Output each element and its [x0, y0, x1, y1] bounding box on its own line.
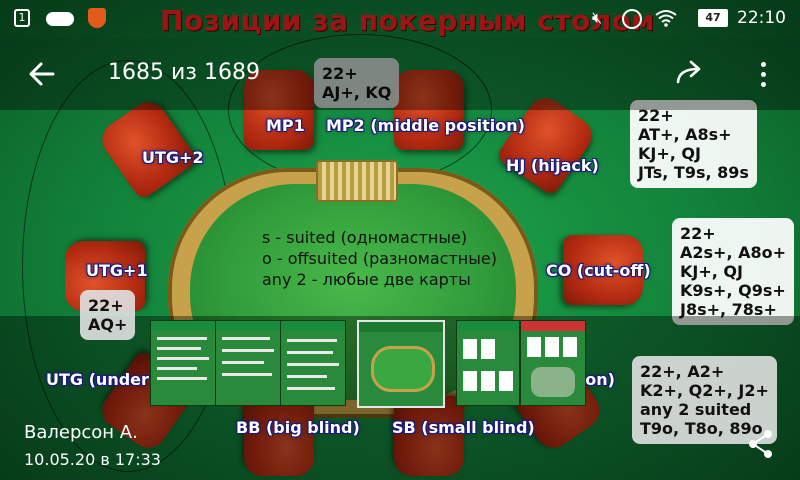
seat-label-mp2: MP2 (middle position)	[326, 116, 525, 135]
thumbnail-card	[463, 371, 477, 391]
thumbnail-card	[463, 339, 477, 359]
seat-label-utg2: UTG+2	[142, 148, 204, 167]
share-button[interactable]	[746, 428, 778, 462]
range-box-co: 22+ A2s+, A8o+ KJ+, QJ K9s+, Q9s+ J8s+, …	[672, 218, 795, 325]
seat-label-utg1: UTG+1	[86, 261, 148, 280]
share-icon	[749, 430, 772, 458]
shield-icon	[88, 8, 106, 28]
battery-level: 47	[705, 11, 721, 24]
seat-label-co: CO (cut-off)	[546, 261, 651, 280]
more-vert-icon	[761, 62, 766, 67]
thumbnail-line	[157, 347, 201, 350]
thumbnail-line	[287, 351, 333, 354]
thumbnail[interactable]	[280, 320, 346, 406]
overlay-title: Позиции за покерным столом	[160, 4, 655, 37]
seat-label-mp1: MP1	[266, 116, 305, 135]
thumbnail-line	[157, 377, 207, 380]
thumbnail-line	[222, 373, 272, 376]
thumbnail-card	[563, 337, 577, 357]
forward-button[interactable]	[674, 56, 710, 92]
table-legend: s - suited (одномастные) o - offsuited (…	[262, 228, 497, 289]
range-box-mp: 22+ AJ+, KQ	[314, 58, 400, 108]
thumbnail-card	[499, 371, 513, 391]
seat-label-hj: HJ (hijack)	[506, 156, 599, 175]
battery-icon: 47	[698, 9, 728, 27]
thumbnail-table-shape	[371, 346, 435, 392]
notification-icon: 1	[14, 9, 30, 27]
author-name: Валерсон А.	[24, 422, 138, 443]
legend-line: any 2 - любые две карты	[262, 270, 471, 289]
thumbnail-header	[216, 321, 280, 331]
thumbnail-header	[151, 321, 215, 331]
thumbnail-line	[287, 387, 335, 390]
thumbnail-header	[521, 321, 585, 331]
overflow-menu-button[interactable]	[752, 56, 776, 92]
more-vert-dot	[761, 82, 766, 87]
back-button[interactable]	[22, 56, 62, 92]
range-box-btn: 22+, A2+ K2+, Q2+, J2+ any 2 suited T9o,…	[632, 356, 777, 444]
app-toolbar: 1685 из 1689	[0, 38, 800, 110]
chair-mp2	[394, 70, 464, 150]
thumbnail-card	[545, 337, 559, 357]
thumbnail-card	[481, 339, 495, 359]
forward-arrow-icon	[676, 60, 701, 84]
thumbnail-line	[157, 337, 207, 340]
thumbnail-line	[222, 349, 274, 352]
thumbnail-line	[157, 367, 197, 370]
thumbnail[interactable]	[215, 320, 281, 406]
thumbnail-header	[359, 322, 443, 332]
thumbnail-selected[interactable]	[357, 320, 445, 408]
seat-label-sb: SB (small blind)	[392, 418, 535, 437]
more-vert-dot	[761, 72, 766, 77]
thumbnail-line	[157, 357, 209, 360]
cloud-icon	[46, 12, 74, 26]
arrow-left-icon	[29, 62, 55, 86]
legend-line: s - suited (одномастные)	[262, 228, 468, 247]
thumbnail-line	[287, 363, 339, 366]
seat-label-bb: BB (big blind)	[236, 418, 360, 437]
thumbnail[interactable]	[456, 320, 520, 406]
post-date: 10.05.20 в 17:33	[24, 450, 161, 469]
volume-mute-icon: 🔇︎	[592, 8, 603, 27]
thumbnail-card	[481, 371, 495, 391]
image-counter: 1685 из 1689	[108, 60, 260, 85]
chair-mp1	[244, 70, 314, 150]
notification-count: 1	[18, 11, 26, 24]
thumbnail-header	[457, 321, 519, 331]
status-bar: 1 Позиции за покерным столом 🔇︎ 47 22:10	[0, 0, 800, 38]
thumbnail-hands	[531, 367, 575, 397]
seat-label-utg: UTG (under t	[46, 370, 163, 389]
thumbnail-line	[287, 375, 327, 378]
thumbnail-card	[527, 337, 541, 357]
thumbnail[interactable]	[150, 320, 216, 406]
range-box-hj: 22+ AT+, A8s+ KJ+, QJ JTs, T9s, 89s	[630, 100, 757, 188]
clock: 22:10	[737, 8, 786, 28]
range-box-utg: 22+ AQ+	[80, 290, 136, 340]
thumbnail-header	[281, 321, 345, 331]
thumbnail-line	[222, 361, 264, 364]
legend-line: o - offsuited (разномастные)	[262, 249, 497, 268]
wifi-icon	[655, 10, 677, 27]
alarm-icon	[622, 9, 642, 29]
thumbnail-line	[287, 339, 337, 342]
chip-tray	[316, 160, 398, 202]
thumbnail-line	[222, 337, 270, 340]
thumbnail[interactable]	[520, 320, 586, 406]
